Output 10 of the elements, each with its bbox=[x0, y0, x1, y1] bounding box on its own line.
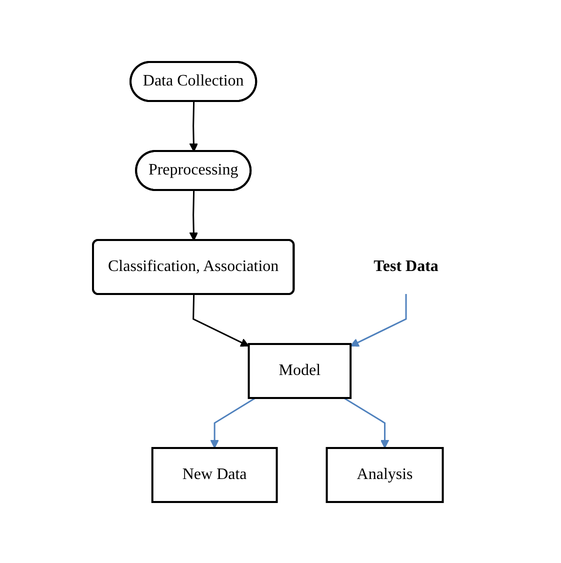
arrow bbox=[350, 294, 407, 346]
node-box: New Data bbox=[151, 446, 278, 502]
arrow bbox=[189, 190, 198, 240]
node-text: Test Data bbox=[373, 258, 438, 274]
arrow bbox=[192, 294, 249, 346]
arrow bbox=[210, 396, 256, 448]
arrow bbox=[189, 100, 198, 152]
node-box: Model bbox=[248, 342, 352, 398]
arrow bbox=[343, 396, 389, 448]
node-box: Analysis bbox=[326, 446, 444, 502]
